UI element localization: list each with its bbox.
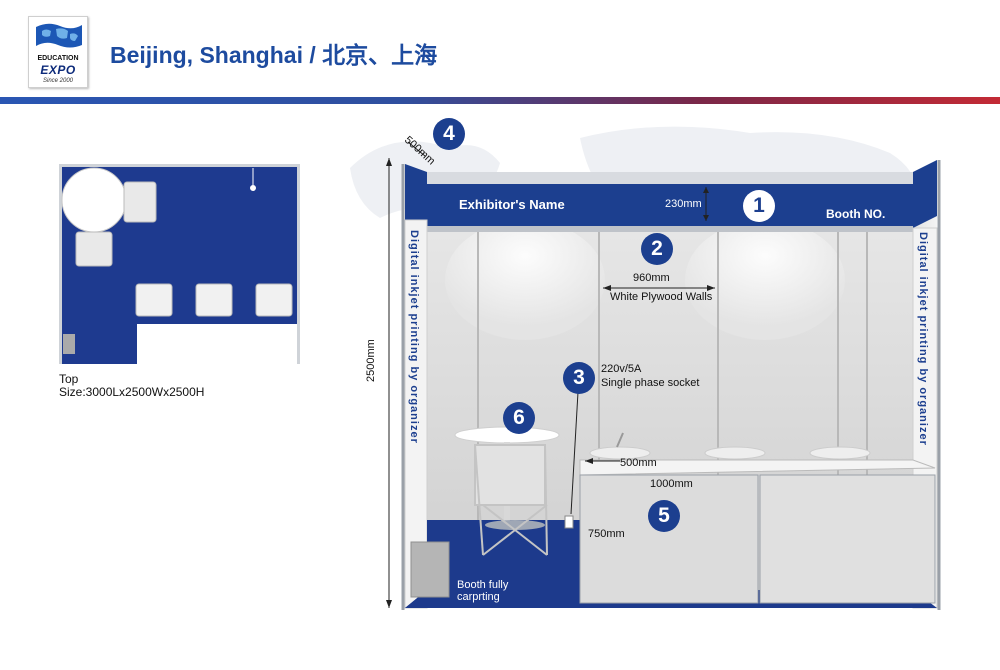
marker-4-corner: 4 <box>433 118 465 150</box>
desk-microphone <box>616 432 624 448</box>
plan-reception-counter <box>137 324 297 364</box>
exhibitor-name-label: Exhibitor's Name <box>459 197 565 212</box>
plan-chair <box>135 283 173 317</box>
logo-text-since: Since 2000 <box>42 78 74 84</box>
right-corner-fascia <box>913 160 937 228</box>
counter-length-label: 1000mm <box>650 478 693 490</box>
plan-spotlight <box>250 185 256 191</box>
plan-caption: Top Size:3000Lx2500Wx2500H <box>59 373 204 399</box>
counter-height-label: 750mm <box>588 528 625 540</box>
socket-type-label: Single phase socket <box>601 377 700 389</box>
total-height-label: 2500mm <box>365 339 377 382</box>
fascia-height-label: 230mm <box>665 198 702 210</box>
lamp-glow-right <box>685 220 845 340</box>
corner-depth-dimension-line <box>407 141 426 157</box>
counter-chair <box>704 446 766 460</box>
plan-right-wall <box>297 164 300 364</box>
counter-panel-right <box>759 474 936 604</box>
plan-size-label: Size:3000Lx2500Wx2500H <box>59 385 205 399</box>
plan-back-wall <box>59 164 300 167</box>
page-title: Beijing, Shanghai / 北京、上海 <box>110 42 438 68</box>
counter-top <box>579 459 936 476</box>
logo-text-main: EXPO <box>40 63 76 77</box>
logo-text-top: EDUCATION <box>37 55 79 62</box>
marker-3-socket: 3 <box>563 362 595 394</box>
left-side-print-text: Digital inkjet printing by organizer <box>408 230 420 444</box>
fascia-top-rail <box>427 172 913 184</box>
plan-chair <box>75 231 113 267</box>
plan-chair <box>195 283 233 317</box>
folding-chair <box>474 444 548 556</box>
globe-flag-icon <box>36 23 82 48</box>
counter-depth-label: 500mm <box>620 457 657 469</box>
plan-view-label: Top <box>59 372 79 386</box>
fascia-banner <box>427 184 913 226</box>
plan-chair <box>255 283 293 317</box>
waste-bin <box>410 541 450 598</box>
left-corner-fascia <box>405 164 427 228</box>
counter-chair <box>809 446 871 460</box>
carpet-label-line2: carprting <box>457 591 500 603</box>
booth-number-label: Booth NO. <box>826 207 886 221</box>
booth-3d-view: Exhibitor's Name Booth NO. 230mm Digital… <box>365 118 960 620</box>
education-expo-logo: EDUCATION EXPO Since 2000 <box>28 16 88 88</box>
right-side-print-text: Digital inkjet printing by organizer <box>917 232 929 446</box>
lamp-glow-left <box>445 220 605 340</box>
panel-width-label: 960mm <box>633 272 670 284</box>
plan-waste-bin <box>63 334 75 354</box>
socket-leader-line <box>570 391 579 515</box>
power-socket <box>564 515 574 529</box>
wall-material-label: White Plywood Walls <box>610 291 713 303</box>
header-divider <box>0 97 1000 104</box>
header: EDUCATION EXPO Since 2000 Beijing, Shang… <box>0 0 1000 104</box>
marker-2-walls: 2 <box>641 233 673 265</box>
socket-spec-label: 220v/5A <box>601 363 642 375</box>
marker-1-fascia: 1 <box>743 190 775 222</box>
carpet-label-line1: Booth fully <box>457 579 509 591</box>
marker-6-table: 6 <box>503 402 535 434</box>
counter-panel-left <box>579 474 759 604</box>
booth-top-view-plan <box>59 164 300 364</box>
plan-left-wall <box>59 164 62 364</box>
marker-5-counter: 5 <box>648 500 680 532</box>
plan-chair <box>123 181 157 223</box>
counter-chair <box>589 446 651 460</box>
plan-round-table <box>61 167 127 233</box>
